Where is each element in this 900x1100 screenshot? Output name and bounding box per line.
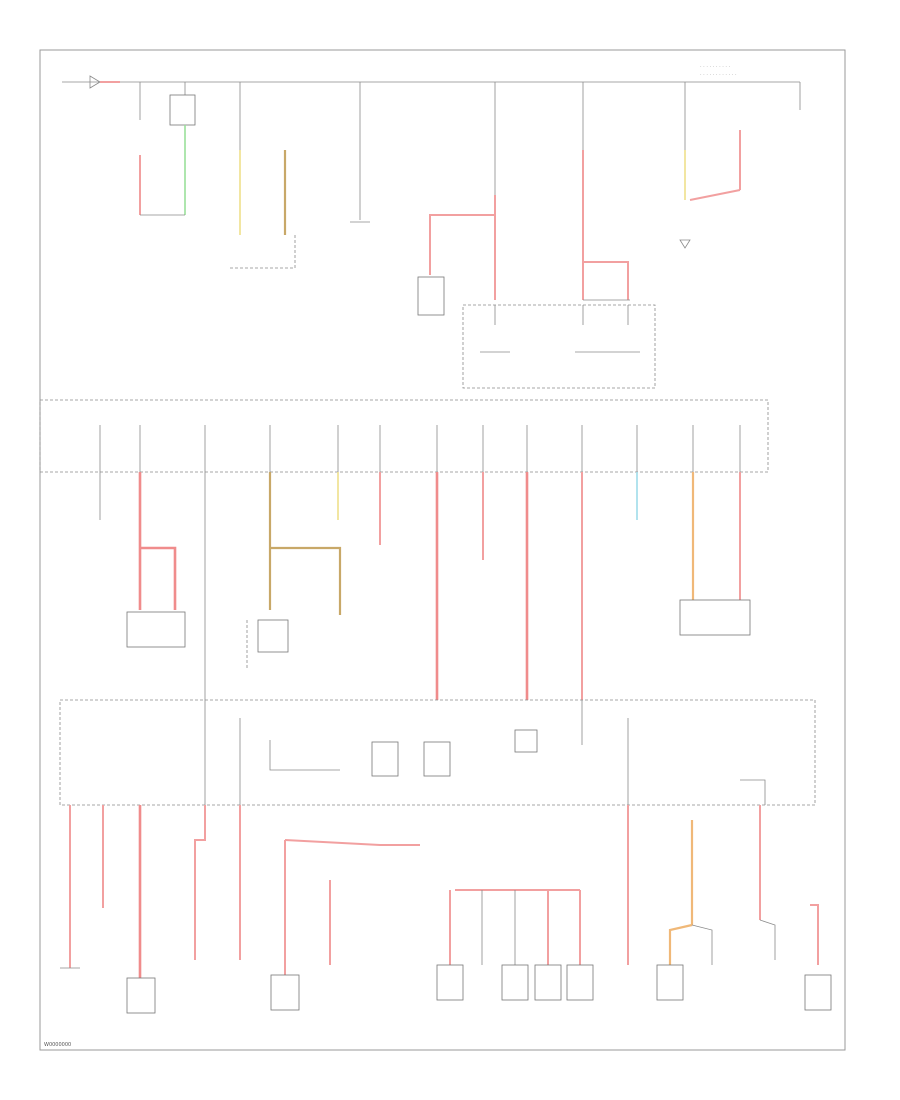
- battery-symbol: [89, 75, 101, 89]
- svg-text:· · · · · · · · · ·: · · · · · · · · · ·: [700, 64, 731, 70]
- fuse-block-row: [39, 399, 769, 473]
- middle-circuits: [99, 472, 751, 700]
- svg-text:· · · · · · · · · · · ·: · · · · · · · · · · · ·: [700, 72, 737, 78]
- underhood-fuse-section: · · · · · · · · · · · · · · · · · · · · …: [62, 64, 801, 389]
- footer-code: W0000000: [44, 1042, 71, 1048]
- lower-junction-box: [59, 699, 816, 806]
- diagram-frame: [39, 49, 846, 1051]
- bottom-circuits: [60, 805, 832, 1014]
